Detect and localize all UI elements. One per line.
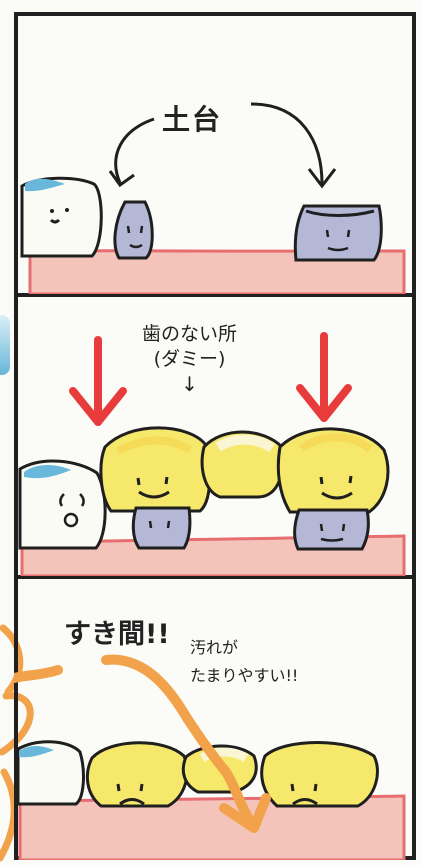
down-marker-icon: ↓: [181, 372, 198, 396]
panel-2-illustration: [18, 332, 406, 576]
missing-tooth-line-1: 歯のない所: [142, 323, 238, 345]
panel-1-foundation: 土台: [14, 12, 414, 294]
missing-tooth-line-2: (ダミー): [153, 348, 226, 370]
dirt-line-1: 汚れが: [190, 638, 239, 657]
missing-tooth-caption: 歯のない所 (ダミー) ↓: [142, 322, 237, 397]
curved-arrow-icon: [108, 170, 135, 188]
curved-arrow-icon: [307, 168, 337, 189]
arrow-down-icon: [296, 332, 352, 422]
panel-3-gap: すき間!! 汚れが たまりやすい!!: [14, 578, 414, 860]
dirt-caption: 汚れが たまりやすい!!: [190, 634, 298, 690]
panel-2-dummy: 歯のない所 (ダミー) ↓: [14, 296, 414, 576]
panel-1-illustration: [20, 102, 406, 294]
gap-caption: すき間!!: [64, 619, 170, 650]
dirt-line-2: たまりやすい!!: [190, 666, 299, 685]
blue-margin-mark: [0, 315, 10, 375]
panel-3-illustration: [14, 654, 406, 860]
curved-arrow-icon: [101, 654, 257, 829]
foundation-caption: 土台: [162, 103, 223, 136]
arrow-down-icon: [69, 336, 127, 426]
